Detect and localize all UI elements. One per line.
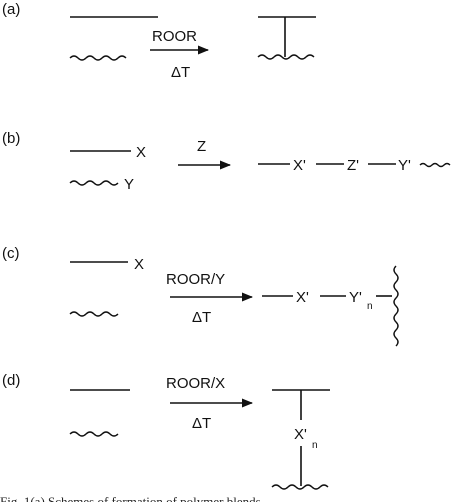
product-z-label: Z' (347, 157, 359, 174)
reagent-label: Z (197, 138, 206, 155)
caption-fragment: Fig. 1(a) Schemes of formation of polyme… (0, 494, 271, 502)
chain-wavy (69, 431, 119, 437)
chain-x-label: X (134, 256, 144, 273)
product-y-label: Y' (349, 289, 362, 306)
chain-wavy (69, 55, 127, 61)
product-x-label: X' (294, 426, 307, 443)
product-chain-wavy-vertical (393, 265, 399, 347)
panel-c: (c) X ROOR/Y ΔT X' Y' n (2, 245, 399, 347)
reagent-label: ROOR/Y (166, 271, 225, 288)
product-x-label: X' (296, 289, 309, 306)
product-y-subscript: n (367, 301, 373, 312)
chain-wavy (69, 311, 119, 317)
panel-d-tag: (d) (2, 372, 20, 389)
panel-d: (d) ROOR/X ΔT X' n (2, 372, 330, 490)
chain-y-label: Y (124, 176, 134, 193)
condition-label: ΔT (171, 64, 190, 81)
product-x-label: X' (293, 157, 306, 174)
product-x-subscript: n (312, 440, 318, 451)
product-chain-wavy (257, 54, 315, 60)
panel-b: (b) X Y Z X' Z' Y' (2, 130, 451, 193)
product-chain-wavy (419, 162, 451, 168)
condition-label: ΔT (192, 415, 211, 432)
panel-a: (a) ROOR ΔT (2, 1, 316, 81)
reagent-label: ROOR (152, 28, 197, 45)
caption-strip: Fig. 1(a) Schemes of formation of polyme… (0, 492, 474, 502)
chain-wavy (69, 180, 119, 186)
chain-x-label: X (136, 144, 146, 161)
panel-a-tag: (a) (2, 1, 20, 18)
panel-c-tag: (c) (2, 245, 20, 262)
reagent-label: ROOR/X (166, 375, 225, 392)
condition-label: ΔT (192, 309, 211, 326)
panel-b-tag: (b) (2, 130, 20, 147)
product-chain-wavy (271, 484, 329, 490)
product-y-label: Y' (398, 157, 411, 174)
